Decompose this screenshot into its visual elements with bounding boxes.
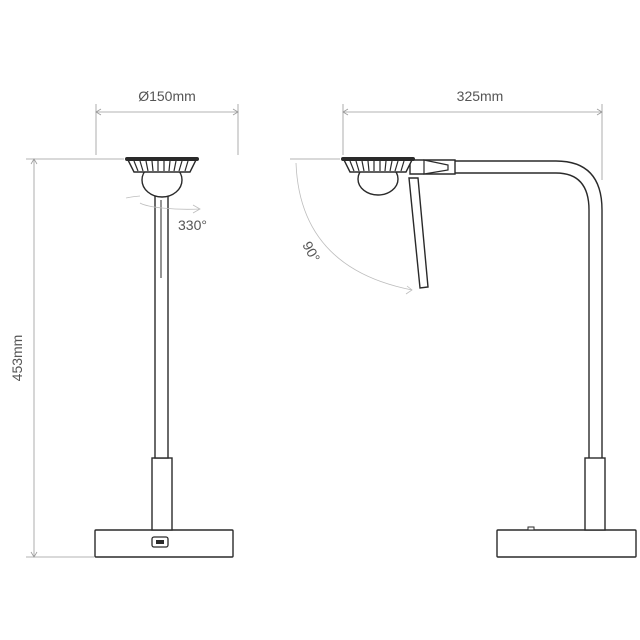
- diameter-label: Ø150mm: [138, 88, 196, 104]
- diameter-dimension: Ø150mm: [95, 88, 239, 155]
- front-lower-sleeve: [151, 457, 173, 531]
- side-base: [496, 529, 637, 558]
- rotation-label: 330°: [178, 217, 207, 233]
- height-label: 453mm: [9, 335, 25, 382]
- side-lower-sleeve: [584, 457, 606, 531]
- side-view-lamp: 90°: [290, 157, 637, 558]
- width-dimension: 325mm: [342, 88, 603, 180]
- tilt-arc: [295, 162, 413, 291]
- height-dimension: 453mm: [9, 158, 124, 558]
- tilt-label: 90°: [299, 239, 323, 265]
- rotation-arc: [139, 202, 201, 210]
- side-curved-arm: [420, 160, 603, 458]
- side-tilt-rod: [408, 177, 429, 289]
- width-label: 325mm: [457, 88, 504, 104]
- front-view-lamp: 330°: [94, 157, 234, 558]
